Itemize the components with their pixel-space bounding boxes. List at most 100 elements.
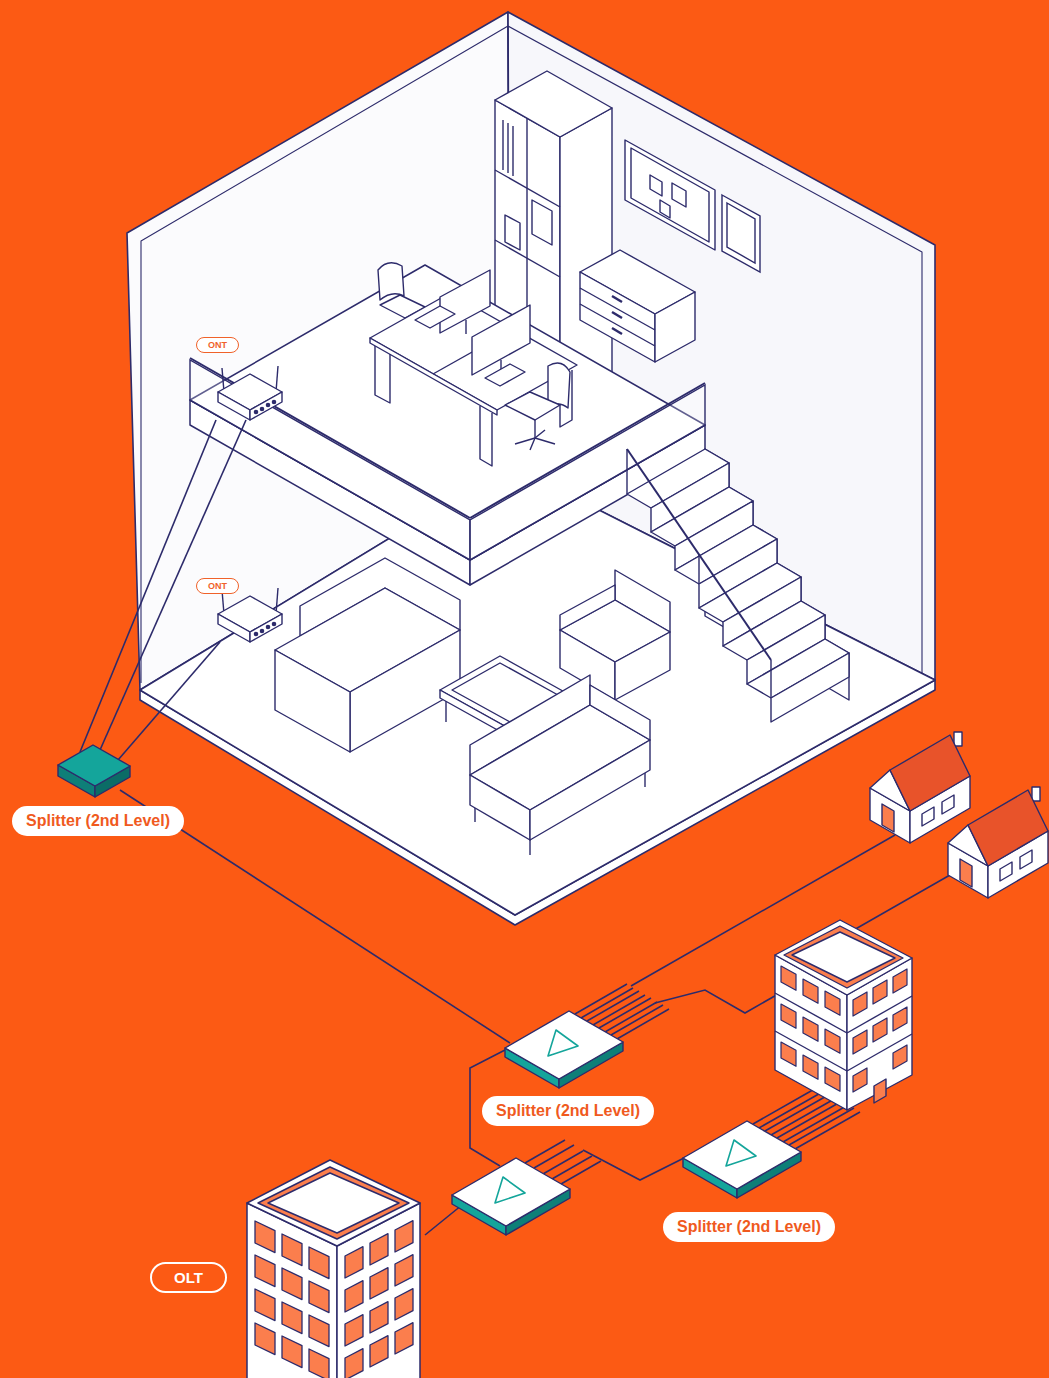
office-chair-part [515, 438, 535, 444]
office-chair-part [535, 438, 555, 444]
staircase-part [771, 653, 849, 722]
drawer-cabinet-part [580, 304, 655, 346]
railing-part [190, 360, 470, 560]
apartment-building-part [784, 926, 903, 988]
desk-part [440, 270, 490, 333]
splitter-tile-part [548, 1030, 578, 1056]
olt-building-part [255, 1221, 275, 1253]
house [870, 732, 970, 843]
fiber-bundle-part [789, 1108, 854, 1145]
olt-label: OLT [150, 1262, 227, 1293]
ont-label: ONT [196, 578, 239, 594]
olt-building-part [282, 1336, 302, 1368]
desk-part [480, 406, 492, 466]
reception-counter [275, 558, 460, 752]
splitter-tile-part [505, 1011, 623, 1079]
splitter-label: Splitter (2nd Level) [482, 1096, 654, 1126]
olt-building-part [309, 1315, 329, 1347]
staircase [627, 449, 849, 722]
fiber-bundle-part [617, 1009, 669, 1039]
office-chair-part [530, 438, 535, 450]
house-part [960, 859, 972, 887]
fiber-bundle-part [543, 1151, 583, 1174]
olt-building-part [309, 1247, 329, 1279]
olt-building-part [282, 1234, 302, 1266]
label-text: ONT [208, 580, 227, 592]
sofa-part [530, 740, 650, 840]
armchair-part [560, 585, 615, 630]
label-text: OLT [174, 1268, 203, 1287]
ont-router [218, 588, 282, 642]
olt-building-part [370, 1234, 388, 1265]
office-chair-part [534, 420, 535, 438]
house-part [882, 804, 894, 832]
house-part [1020, 850, 1032, 869]
ont-label: ONT [196, 337, 239, 353]
fiber-bundle-part [561, 1161, 601, 1184]
ont-router-part [218, 392, 250, 420]
splitter-tile [683, 1121, 801, 1198]
splitter-tile-part [452, 1158, 570, 1226]
olt-building-part [282, 1268, 302, 1300]
drawer-cabinet-part [612, 312, 622, 318]
staircase-part [770, 660, 771, 698]
house-part [942, 795, 954, 814]
sofa-part [644, 773, 645, 787]
fiber-bundle-part [795, 1112, 860, 1149]
ont-router-part [218, 614, 250, 642]
room-shell [127, 12, 935, 925]
desk [370, 263, 577, 466]
drawer-cabinet-part [612, 328, 622, 334]
fiber-line-part [118, 642, 220, 760]
corkboard-part [660, 200, 670, 218]
fiber-line-part [425, 1205, 462, 1235]
mezzanine-deck-part [190, 265, 705, 560]
ont-router-part [260, 407, 263, 410]
corkboard-part [631, 148, 709, 242]
ont-router-part [250, 614, 282, 642]
desk-part [415, 306, 455, 328]
corkboard-part [672, 183, 686, 207]
sofa [470, 675, 650, 855]
ont-router-part [272, 622, 275, 625]
label-text: ONT [208, 339, 227, 351]
mezzanine-deck [190, 265, 705, 585]
olt-building-part [255, 1323, 275, 1355]
apartment-building-part [781, 966, 796, 990]
apartment-building-part [803, 979, 818, 1003]
fiber-line-part [845, 855, 985, 935]
apartment-building-part [893, 1007, 907, 1031]
olt-building-part [395, 1323, 413, 1354]
bookshelf-part [512, 126, 513, 176]
railing [190, 358, 705, 560]
bookshelf-part [505, 215, 520, 250]
drawer-cabinet-part [655, 292, 695, 362]
bookshelf-part [507, 123, 508, 173]
apartment-building-part [825, 991, 840, 1015]
apartment-building-part [781, 1004, 796, 1028]
splitter-label: Splitter (2nd Level) [12, 806, 184, 836]
picture-frame-part [722, 195, 760, 272]
olt-building-part [345, 1281, 363, 1312]
railing-part [190, 358, 470, 518]
apartment-building-part [781, 1042, 796, 1066]
olt-building-part [258, 1167, 409, 1239]
house-part [1000, 862, 1012, 881]
room-shell-part [141, 26, 922, 683]
apartment-building-part [825, 1029, 840, 1053]
sofa-part [529, 840, 530, 855]
ont-router [218, 366, 282, 420]
drawer-cabinet [580, 250, 695, 362]
bookshelf-part [502, 120, 503, 170]
house-part [1032, 787, 1040, 801]
olt-building-part [395, 1255, 413, 1286]
picture-frame [722, 195, 760, 272]
olt-building-part [309, 1349, 329, 1378]
apartment-building-part [874, 1079, 886, 1103]
olt-building-part [370, 1336, 388, 1367]
apartment-building-part [775, 920, 912, 995]
fiber-bundle-part [534, 1145, 574, 1168]
ont-router-part [260, 629, 263, 632]
